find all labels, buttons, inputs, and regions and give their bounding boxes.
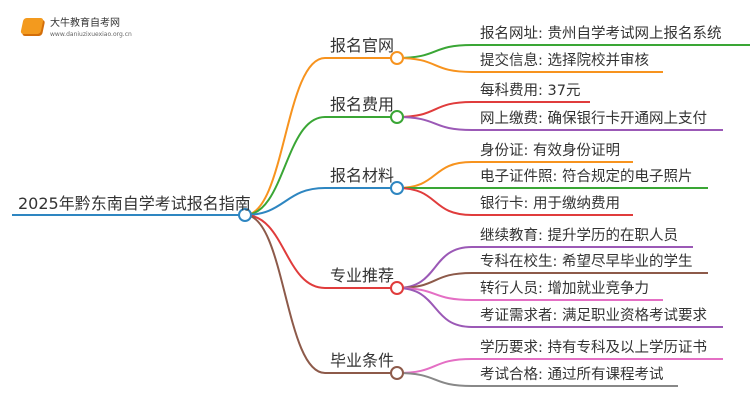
leaf-connector <box>396 246 693 289</box>
branch-connector <box>244 214 397 374</box>
leaf-node[interactable]: 身份证: 有效身份证明 <box>480 143 620 159</box>
logo-url: www.daniuzixuexiao.org.cn <box>50 31 132 38</box>
branch-collapse-toggle[interactable] <box>390 181 404 195</box>
branch-connector <box>244 187 397 216</box>
leaf-node[interactable]: 继续教育: 提升学历的在职人员 <box>480 228 678 244</box>
leaf-connector <box>396 161 633 189</box>
leaf-connector <box>396 287 723 328</box>
leaf-node[interactable]: 电子证件照: 符合规定的电子照片 <box>480 169 693 185</box>
root-node[interactable]: 2025年黔东南自学考试报名指南 <box>18 194 251 213</box>
logo: 大牛教育自考网 www.daniuzixuexiao.org.cn <box>20 14 132 38</box>
branch-connector <box>244 116 397 216</box>
branch-connector <box>244 214 397 289</box>
leaf-node[interactable]: 网上缴费: 确保银行卡开通网上支付 <box>480 111 707 127</box>
leaf-node[interactable]: 专科在校生: 希望尽早毕业的学生 <box>480 254 693 270</box>
branch-node[interactable]: 毕业条件 <box>330 351 395 370</box>
leaf-connector <box>396 358 723 374</box>
branch-collapse-toggle[interactable] <box>390 366 404 380</box>
leaf-connector <box>396 272 708 289</box>
branch-collapse-toggle[interactable] <box>390 110 404 124</box>
leaf-node[interactable]: 银行卡: 用于缴纳费用 <box>480 196 620 212</box>
leaf-node[interactable]: 报名网址: 贵州自学考试网上报名系统 <box>480 26 722 42</box>
leaf-connector <box>396 101 590 118</box>
root-collapse-toggle[interactable] <box>238 208 252 222</box>
branch-node[interactable]: 报名材料 <box>330 166 395 185</box>
leaf-node[interactable]: 考证需求者: 满足职业资格考试要求 <box>480 308 707 324</box>
leaf-connector <box>396 372 678 387</box>
branch-connector <box>244 57 397 216</box>
branch-node[interactable]: 专业推荐 <box>330 266 395 285</box>
leaf-connector <box>396 44 750 59</box>
leaf-connector <box>396 187 633 216</box>
branch-collapse-toggle[interactable] <box>390 51 404 65</box>
leaf-node[interactable]: 提交信息: 选择院校并审核 <box>480 53 649 69</box>
leaf-node[interactable]: 学历要求: 持有专科及以上学历证书 <box>480 340 707 356</box>
leaf-connector <box>396 57 663 73</box>
leaf-node[interactable]: 转行人员: 增加就业竞争力 <box>480 281 649 297</box>
leaf-connector <box>396 116 723 131</box>
leaf-node[interactable]: 每科费用: 37元 <box>480 83 581 99</box>
branch-node[interactable]: 报名费用 <box>330 95 395 114</box>
leaf-node[interactable]: 考试合格: 通过所有课程考试 <box>480 367 664 383</box>
branch-collapse-toggle[interactable] <box>390 281 404 295</box>
logo-title: 大牛教育自考网 <box>50 18 120 29</box>
branch-node[interactable]: 报名官网 <box>330 36 395 55</box>
